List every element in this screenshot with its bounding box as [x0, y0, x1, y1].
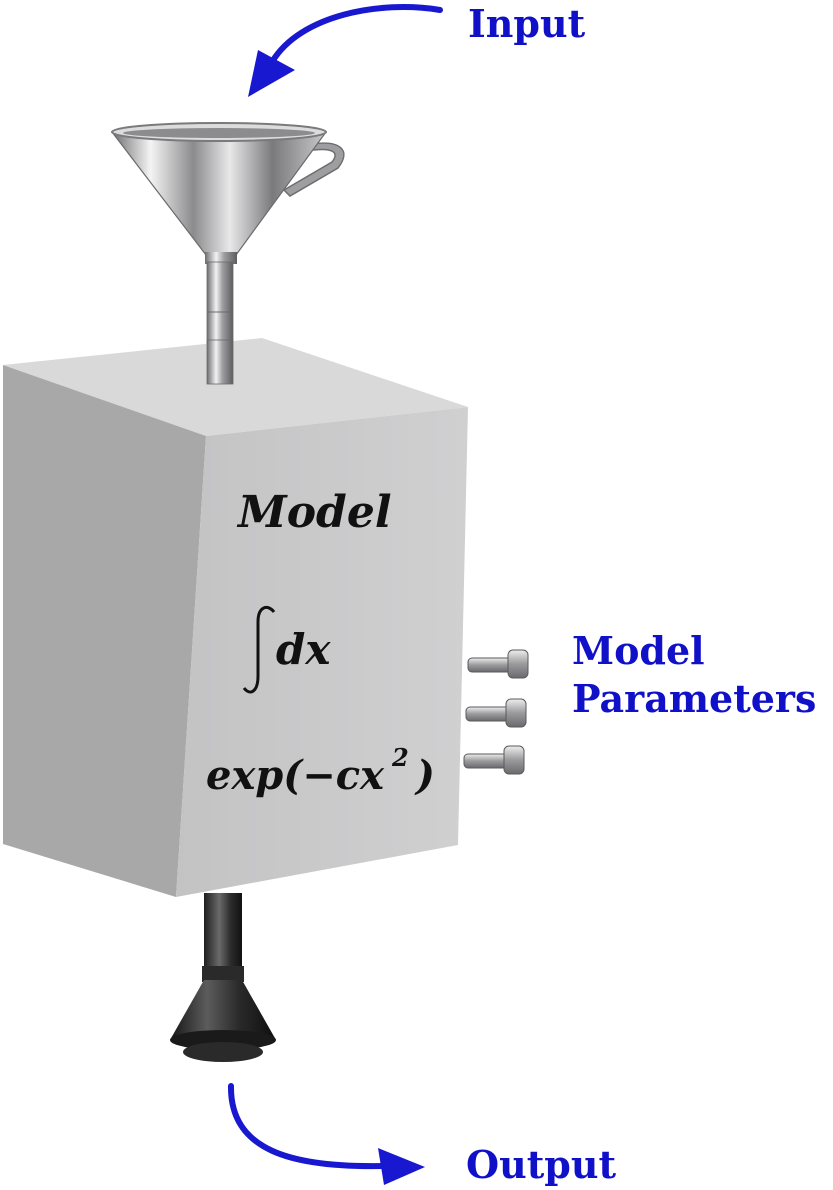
exp-formula-main: exp(−cx — [206, 752, 385, 799]
box-top-face — [3, 338, 468, 436]
box-main-face — [176, 407, 468, 897]
output-label: Output — [466, 1142, 616, 1187]
model-box — [3, 338, 468, 897]
integral-formula: dx — [242, 605, 331, 694]
integral-sign-icon — [242, 605, 276, 694]
box-front-face — [3, 365, 206, 897]
bolt-icon — [465, 698, 527, 728]
input-arrow — [248, 4, 443, 97]
bolt-icon — [463, 745, 525, 775]
output-arrow — [227, 1083, 425, 1185]
exp-formula-power: 2 — [391, 743, 409, 772]
input-label: Input — [468, 1, 586, 46]
params-label-line1: Model — [572, 628, 705, 673]
box-title: Model — [236, 487, 392, 538]
exp-formula-close: ) — [414, 752, 435, 799]
bolt-icon — [467, 649, 529, 679]
outlet-nozzle-icon — [170, 893, 276, 1062]
exp-formula: exp(−cx 2 ) — [206, 743, 435, 799]
integral-dx: dx — [276, 625, 331, 674]
params-label-line2: Parameters — [572, 676, 816, 721]
